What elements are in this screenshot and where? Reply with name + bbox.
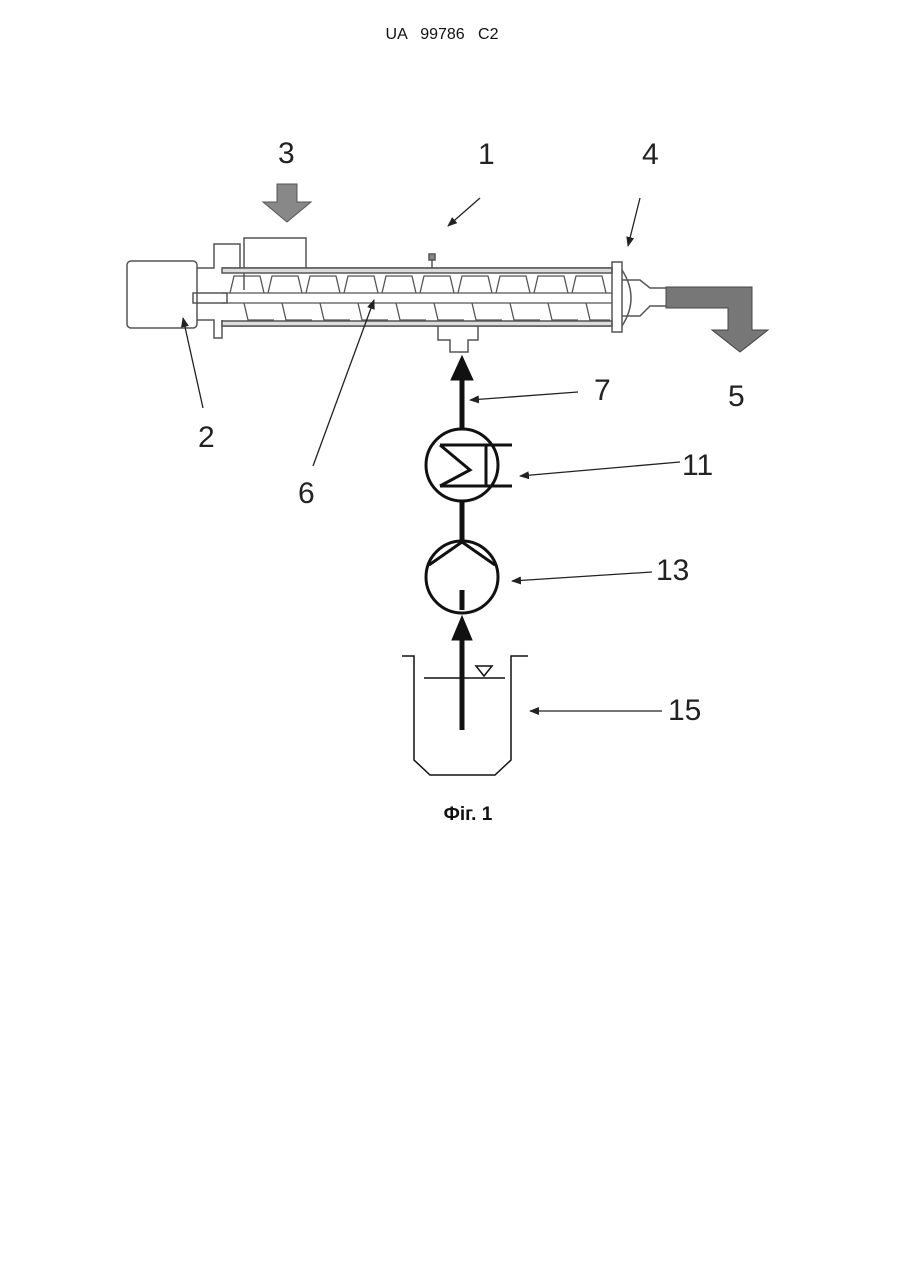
feed-hopper	[244, 238, 306, 290]
label-drive: 2	[198, 421, 215, 454]
label-die: 4	[642, 138, 659, 171]
label-extruder: 1	[478, 138, 495, 171]
screw-flight	[268, 276, 302, 293]
screw-flight	[382, 276, 416, 293]
screw-flight	[282, 303, 312, 320]
screw-flight	[320, 303, 350, 320]
screw-flight	[534, 276, 568, 293]
die-plate	[612, 262, 666, 332]
figure-caption: Фіг. 1	[444, 804, 493, 825]
extruder-barrel	[222, 254, 612, 326]
leader-lines	[183, 198, 680, 711]
screw-flight	[472, 303, 502, 320]
heat-exchanger	[426, 429, 512, 501]
screw-flight	[434, 303, 464, 320]
label-heat-exchanger: 11	[682, 449, 713, 482]
injection-port	[438, 326, 478, 352]
label-feed: 3	[278, 137, 295, 170]
feed-arrow	[263, 184, 311, 222]
screw-flight	[230, 276, 264, 293]
screw-flight	[572, 276, 606, 293]
tank	[402, 656, 528, 775]
screw-flight	[496, 276, 530, 293]
screw-flight	[458, 276, 492, 293]
screw-flight	[358, 303, 388, 320]
screw-flight	[396, 303, 426, 320]
label-screw: 6	[298, 477, 315, 510]
label-product-out: 5	[728, 380, 745, 413]
screw-flight	[344, 276, 378, 293]
label-pump: 13	[656, 554, 689, 587]
screw-flight	[420, 276, 454, 293]
screw-flight	[548, 303, 578, 320]
screw-flight	[510, 303, 540, 320]
label-tank: 15	[668, 694, 701, 727]
screw-flight	[586, 303, 610, 320]
screw-shaft	[222, 276, 612, 320]
label-injection-line: 7	[594, 374, 611, 407]
screw-flight	[306, 276, 340, 293]
product-outlet	[666, 287, 768, 352]
screw-flight	[244, 303, 274, 320]
